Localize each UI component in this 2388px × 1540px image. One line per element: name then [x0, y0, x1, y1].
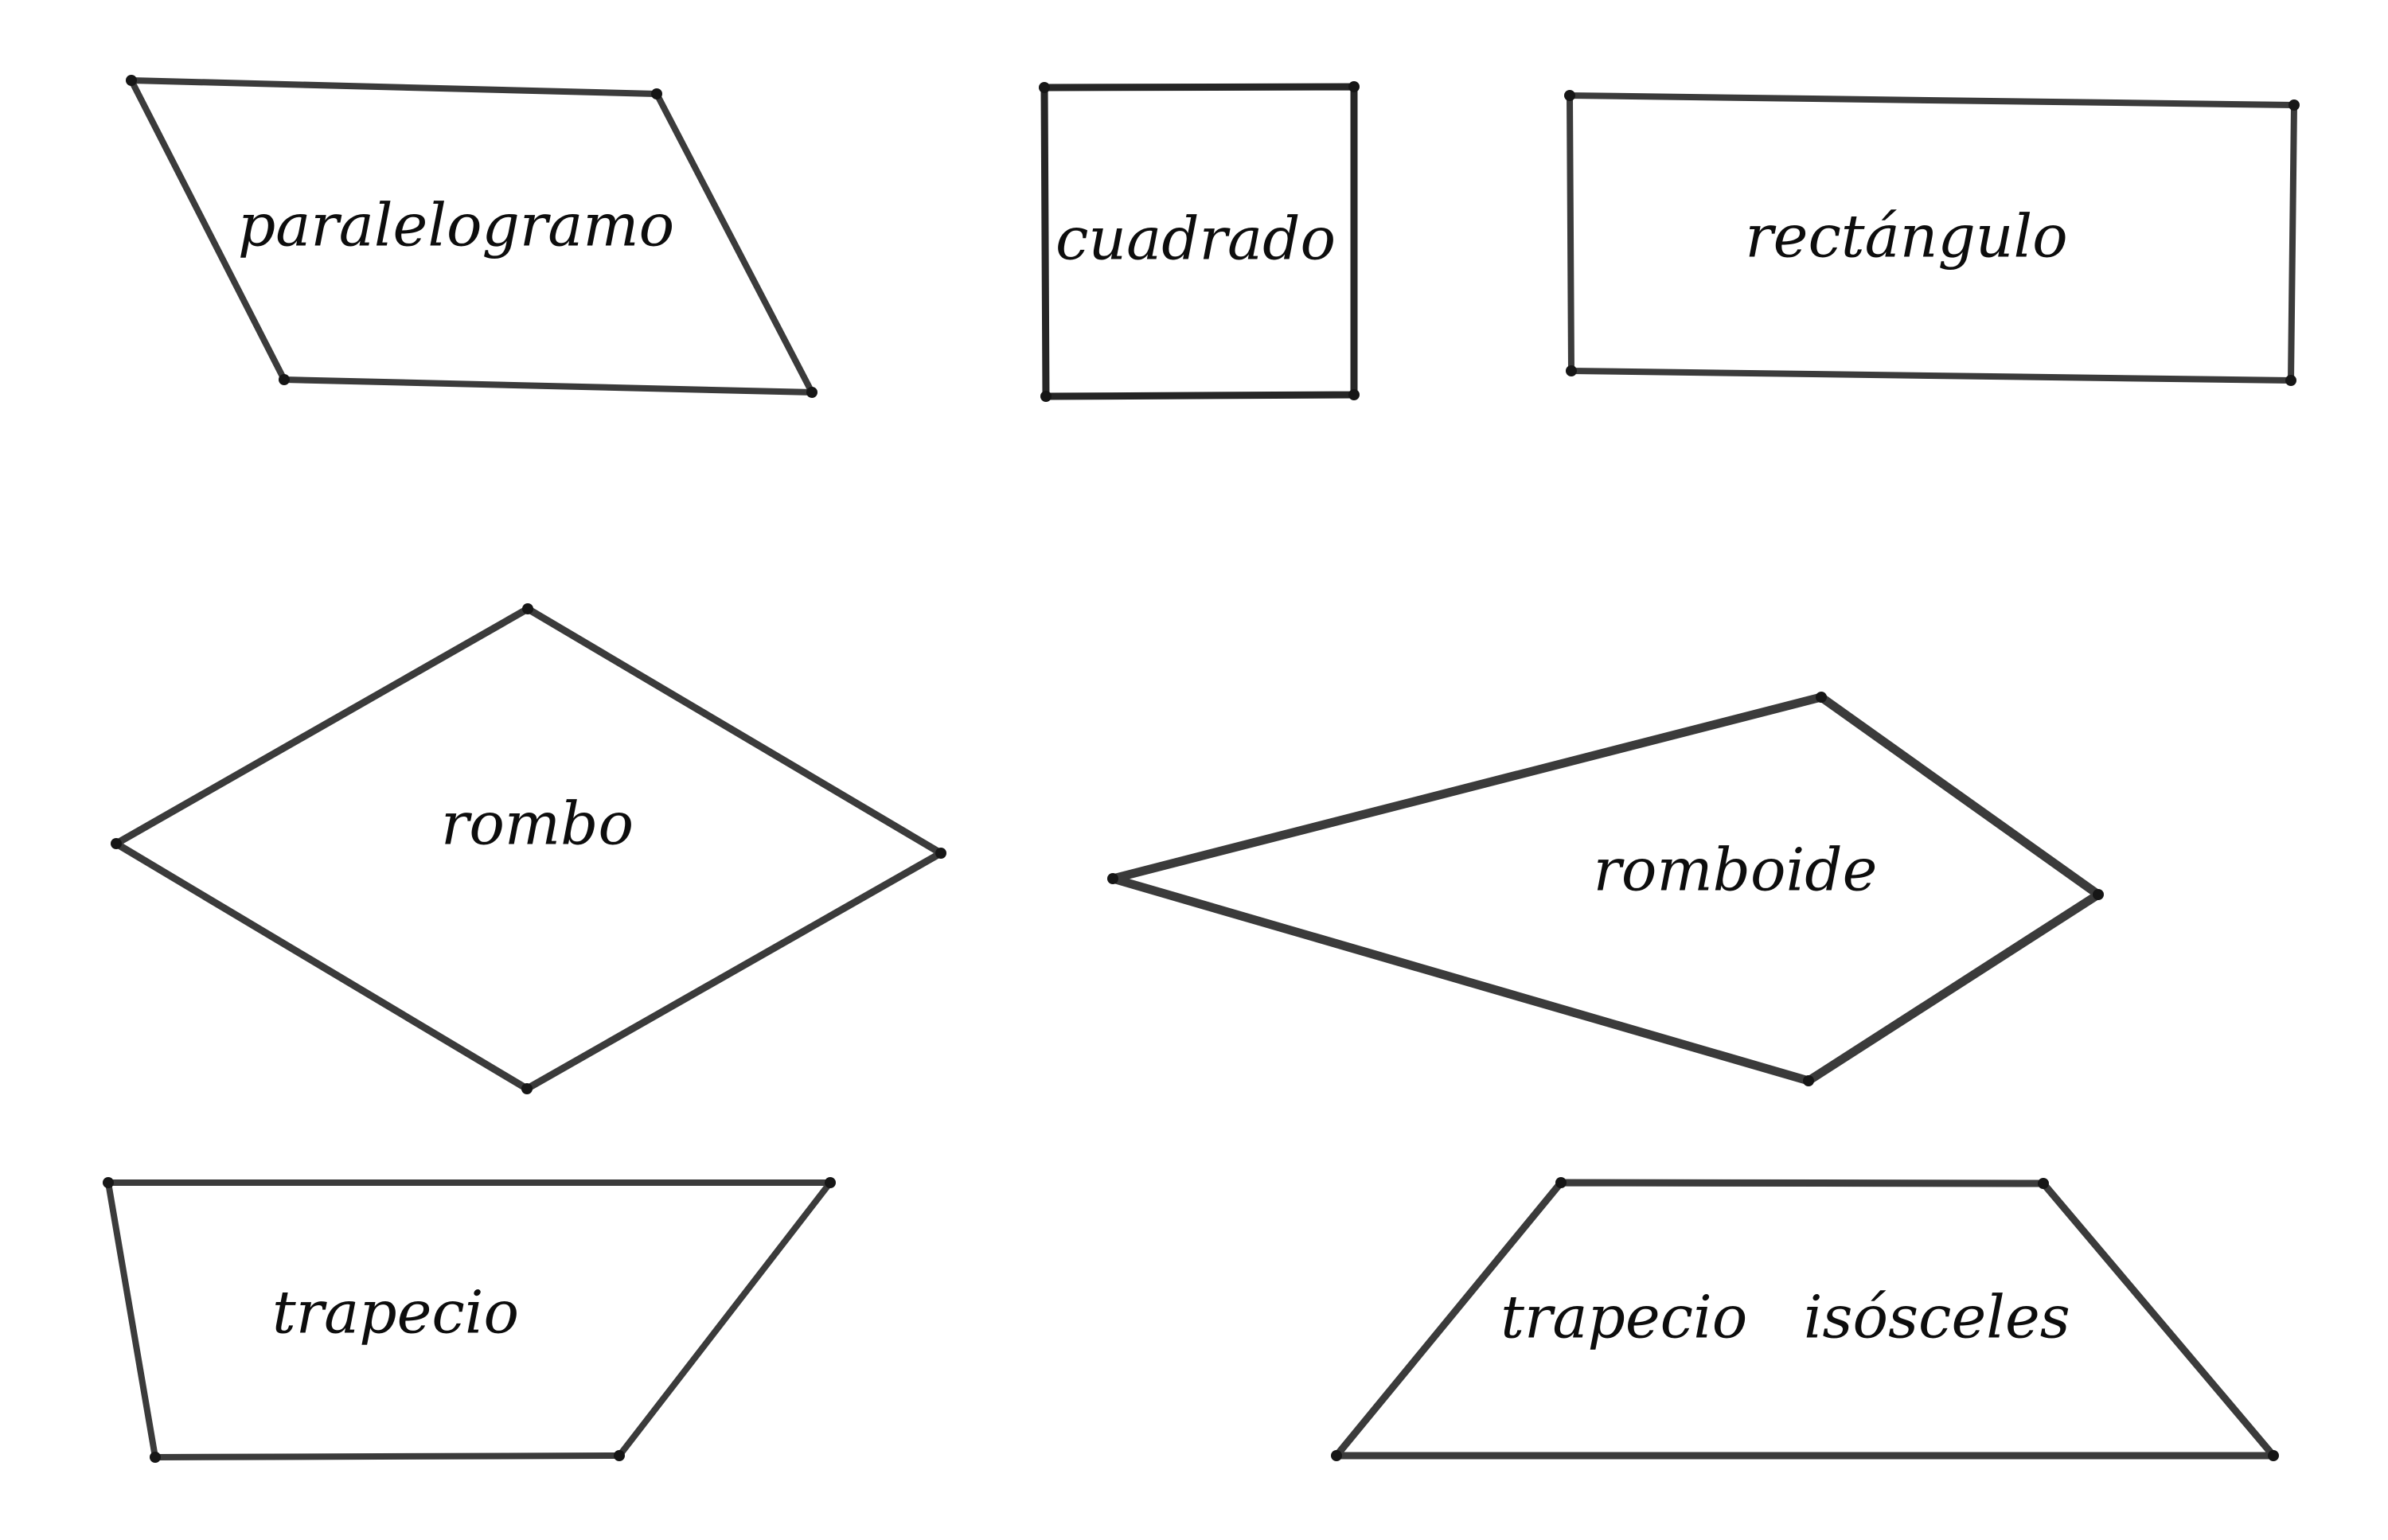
- vertex-dot: [1039, 82, 1050, 93]
- vertex-dot: [2285, 375, 2296, 386]
- vertex-dot: [1348, 81, 1360, 92]
- vertex-dot: [614, 1450, 625, 1461]
- trapecio-label: trapecio: [272, 1278, 519, 1347]
- vertex-dot: [279, 374, 290, 385]
- vertex-dot: [1348, 389, 1360, 400]
- paralelogramo-label: paralelogramo: [238, 191, 674, 259]
- rombo-label: rombo: [441, 789, 634, 858]
- vertex-dot: [1564, 90, 1575, 101]
- vertex-dot: [522, 603, 533, 614]
- vertex-dot: [1816, 692, 1827, 703]
- vertex-dot: [521, 1083, 533, 1094]
- cuadrado-label: cuadrado: [1055, 205, 1336, 273]
- trapecio-isosceles-label: trapecio isósceles: [1500, 1283, 2070, 1351]
- vertex-dot: [1555, 1177, 1567, 1188]
- vertex-dot: [1040, 391, 1052, 402]
- shape-trapecio: trapecio: [103, 1177, 836, 1463]
- vertex-dot: [2038, 1178, 2049, 1189]
- vertex-dot: [150, 1452, 161, 1463]
- vertex-dot: [935, 848, 946, 859]
- vertex-dot: [1331, 1450, 1342, 1461]
- romboide-label: romboide: [1594, 836, 1878, 904]
- shape-cuadrado: cuadrado: [1039, 81, 1360, 402]
- vertex-dot: [1566, 365, 1577, 376]
- vertex-dot: [126, 75, 137, 86]
- shape-rombo: rombo: [111, 603, 946, 1094]
- shape-paralelogramo: paralelogramo: [126, 75, 817, 398]
- vertex-dot: [2288, 99, 2300, 111]
- shape-romboide: romboide: [1107, 692, 2104, 1086]
- vertex-dot: [103, 1177, 114, 1188]
- vertex-dot: [1107, 873, 1118, 884]
- vertex-dot: [2268, 1450, 2279, 1461]
- vertex-dot: [111, 838, 122, 849]
- vertex-dot: [806, 387, 817, 398]
- shape-trapecio-isosceles: trapecio isósceles: [1331, 1177, 2279, 1461]
- vertex-dot: [651, 88, 662, 99]
- vertex-dot: [825, 1177, 836, 1188]
- shape-rectangulo: rectángulo: [1564, 90, 2300, 386]
- rectangulo-label: rectángulo: [1745, 202, 2067, 271]
- vertex-dot: [2093, 889, 2104, 900]
- vertex-dot: [1803, 1075, 1814, 1086]
